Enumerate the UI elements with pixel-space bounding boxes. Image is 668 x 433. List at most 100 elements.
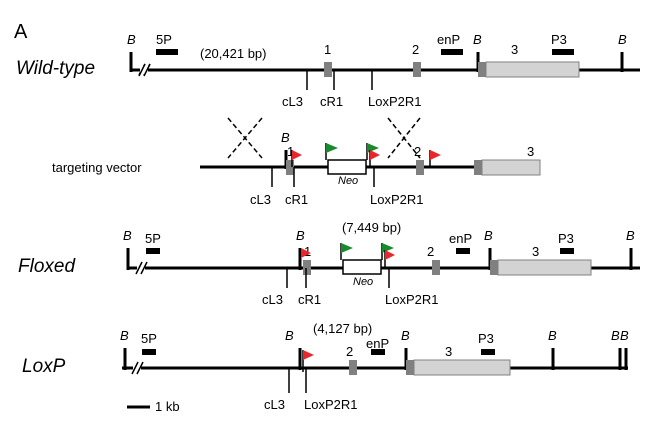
exon-1-label: 1 <box>287 144 294 159</box>
recombination-crossovers <box>227 117 421 159</box>
bamhi-label: B <box>484 228 493 243</box>
exon-3-label: 3 <box>532 244 539 259</box>
probe-p3 <box>481 349 495 355</box>
loxp-site <box>292 150 302 160</box>
probe-enp <box>371 349 385 355</box>
probe-5p-label: 5P <box>156 32 172 47</box>
scale-bar: 1 kb <box>127 399 180 414</box>
bamhi-label: B <box>620 328 629 343</box>
exon-3 <box>413 359 511 376</box>
primer-loxp2r1-label: LoxP2R1 <box>368 94 421 109</box>
exon-1 <box>286 160 294 175</box>
exon-2 <box>413 62 421 77</box>
panel-letter: A <box>14 21 28 43</box>
floxed-size: (7,449 bp) <box>342 220 401 235</box>
neo-label: Neo <box>338 175 358 187</box>
bamhi-label: B <box>548 328 557 343</box>
exon-2-label: 2 <box>414 144 421 159</box>
probe-enp-label: enP <box>366 336 389 351</box>
bamhi-label: B <box>120 328 129 343</box>
primer-loxp2r1-label: LoxP2R1 <box>370 192 423 207</box>
exon-1 <box>303 260 311 275</box>
bamhi-label: B <box>401 328 410 343</box>
primer-cr1-label: cR1 <box>298 292 321 307</box>
loxp-label: LoxP <box>22 356 66 377</box>
exon-1-label: 1 <box>324 42 331 57</box>
floxed-label: Floxed <box>18 256 76 277</box>
exon-3 <box>497 259 592 276</box>
exon-3-coding <box>478 62 487 77</box>
probe-enp <box>441 49 463 55</box>
loxp-size: (4,127 bp) <box>313 321 372 336</box>
primer-cr1-label: cR1 <box>285 192 308 207</box>
exon-3-coding <box>474 160 483 175</box>
bamhi-label: B <box>611 328 620 343</box>
probe-5p-label: 5P <box>141 331 157 346</box>
probe-p3 <box>552 49 574 55</box>
probe-enp <box>456 248 470 254</box>
primer-loxp2r1-label: LoxP2R1 <box>385 292 438 307</box>
neo-label: Neo <box>353 276 373 288</box>
probe-p3-label: P3 <box>551 32 567 47</box>
bamhi-label: B <box>473 32 482 47</box>
floxed-allele: Floxed B B B B 5P enP P3 (7,449 bp) 1 Ne… <box>18 220 640 307</box>
loxp-site <box>303 350 314 360</box>
probe-p3-label: P3 <box>558 231 574 246</box>
primer-cl3-label: cL3 <box>282 94 303 109</box>
bamhi-label: B <box>285 328 294 343</box>
scale-bar-label: 1 kb <box>155 399 180 414</box>
break-mark <box>135 261 148 275</box>
crossover-left <box>227 117 263 159</box>
primer-cl3-label: cL3 <box>250 192 271 207</box>
primer-cl3-label: cL3 <box>262 292 283 307</box>
exon-3-coding <box>490 260 499 275</box>
exon-3-label: 3 <box>511 42 518 57</box>
primer-loxp2r1-label: LoxP2R1 <box>304 397 357 412</box>
exon-3-coding <box>406 360 415 375</box>
wildtype-allele: Wild-type B B B 5P enP P3 (20,421 bp) 1 … <box>16 32 640 109</box>
loxp-site <box>301 248 311 258</box>
break-mark <box>131 361 144 375</box>
wildtype-size: (20,421 bp) <box>200 46 267 61</box>
exon-3 <box>481 159 541 176</box>
exon-1 <box>324 62 332 77</box>
probe-enp-label: enP <box>437 32 460 47</box>
neo-cassette <box>327 159 367 175</box>
probe-enp-label: enP <box>449 231 472 246</box>
bamhi-label: B <box>626 228 635 243</box>
bamhi-label: B <box>127 32 136 47</box>
exon-2-label: 2 <box>427 244 434 259</box>
loxp-site <box>385 250 395 260</box>
probe-p3 <box>560 248 574 254</box>
loxp-allele: LoxP B B B B B B 5P enP P3 (4,127 bp) 2 … <box>22 321 629 412</box>
exon-2-label: 2 <box>412 42 419 57</box>
bamhi-label: B <box>281 130 290 145</box>
primer-cr1-label: cR1 <box>320 94 343 109</box>
probe-5p-label: 5P <box>145 231 161 246</box>
exon-2 <box>416 160 424 175</box>
loxp-site <box>430 150 441 160</box>
loxp-site <box>370 150 380 160</box>
probe-p3-label: P3 <box>478 331 494 346</box>
exon-2-label: 2 <box>346 344 353 359</box>
exon-3-label: 3 <box>445 344 452 359</box>
exon-2 <box>349 360 357 375</box>
bamhi-label: B <box>123 228 132 243</box>
neo-cassette <box>342 259 382 275</box>
probe-5p <box>146 248 160 254</box>
bamhi-label: B <box>618 32 627 47</box>
targeting-label: targeting vector <box>52 160 142 175</box>
primer-cl3-label: cL3 <box>264 397 285 412</box>
frt-site <box>341 243 353 253</box>
bamhi-label: B <box>296 228 305 243</box>
wildtype-label: Wild-type <box>16 58 95 79</box>
exon-3-label: 3 <box>527 144 534 159</box>
targeting-vector: targeting vector B 1 Neo 2 3 cL <box>52 130 541 207</box>
crossover-right <box>387 117 421 159</box>
exon-2 <box>432 260 440 275</box>
frt-site <box>326 143 338 153</box>
probe-5p <box>156 49 178 55</box>
probe-5p <box>142 349 156 355</box>
exon-3 <box>485 61 580 78</box>
